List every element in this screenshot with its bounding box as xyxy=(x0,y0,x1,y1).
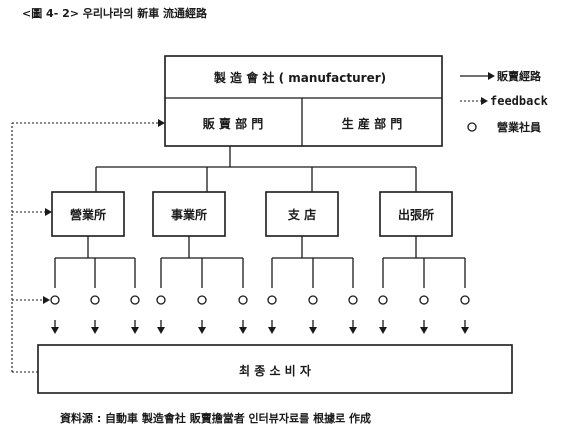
arrow-down-icon xyxy=(157,320,165,334)
figure-caption: <圖 4- 2> 우리나라의 新車 流通經路 xyxy=(22,6,208,20)
sales-department: 販 賣 部 門 xyxy=(203,116,264,131)
branch-label: 出張所 xyxy=(398,207,434,222)
circle-icon xyxy=(467,122,477,132)
salesperson-nodes xyxy=(50,295,470,305)
arrow-right-icon xyxy=(45,208,52,216)
arrow-down-icon xyxy=(91,320,99,334)
salesperson-circle-icon xyxy=(238,295,248,305)
arrow-right-icon xyxy=(488,72,495,80)
arrow-right-icon xyxy=(158,119,165,127)
arrow-down-icon xyxy=(131,320,139,334)
salesperson-circle-icon xyxy=(378,295,388,305)
branch-box xyxy=(152,191,226,237)
legend-sales-route: 販賣經路 xyxy=(497,69,542,83)
arrow-down-icon xyxy=(239,320,247,334)
legend-feedback: feedback xyxy=(490,94,549,108)
salesperson-circle-icon xyxy=(308,295,318,305)
consumer-label: 최 종 소 비 자 xyxy=(239,363,311,378)
source-note: 資料源 : 自動車 製造會社 販賣擔當者 인터뷰자료를 根據로 作成 xyxy=(60,411,371,425)
arrow-right-icon xyxy=(43,296,50,304)
salesperson-circle-icon xyxy=(90,295,100,305)
arrow-down-icon xyxy=(349,320,357,334)
salesperson-connectors xyxy=(54,236,466,288)
arrow-down-icon xyxy=(268,320,276,334)
salesperson-circle-icon xyxy=(156,295,166,305)
branch-box xyxy=(379,191,453,237)
salesperson-circle-icon xyxy=(267,295,277,305)
salesperson-circle-icon xyxy=(460,295,470,305)
legend: 販賣經路 feedback 營業社員 xyxy=(460,69,549,134)
arrow-down-icon xyxy=(51,320,59,334)
manufacturer-title: 製 造 會 社 ( manufacturer) xyxy=(213,70,386,85)
arrow-down-icon xyxy=(309,320,317,334)
branch-offices: 營業所 事業所 支 店 出張所 xyxy=(51,191,453,237)
arrow-down-icon xyxy=(461,320,469,334)
salesperson-circle-icon xyxy=(130,295,140,305)
arrow-down-icon xyxy=(198,320,206,334)
arrow-right-icon xyxy=(481,97,488,105)
manufacturer-box: 製 造 會 社 ( manufacturer) 販 賣 部 門 生 産 部 門 xyxy=(164,55,443,147)
branch-label: 事業所 xyxy=(171,207,207,222)
consumer-box: 최 종 소 비 자 xyxy=(37,344,513,394)
arrow-down-icon xyxy=(379,320,387,334)
branch-label: 營業所 xyxy=(70,207,106,222)
legend-circle-label: 營業社員 xyxy=(497,120,541,134)
feedback-path xyxy=(11,119,165,373)
branch-box xyxy=(265,191,339,237)
consumer-arrows xyxy=(51,320,469,334)
branch-label: 支 店 xyxy=(287,207,316,222)
branch-connectors xyxy=(95,146,417,192)
arrow-down-icon xyxy=(420,320,428,334)
salesperson-circle-icon xyxy=(348,295,358,305)
salesperson-circle-icon xyxy=(50,295,60,305)
salesperson-circle-icon xyxy=(197,295,207,305)
salesperson-circle-icon xyxy=(419,295,429,305)
production-department: 生 産 部 門 xyxy=(342,116,403,131)
